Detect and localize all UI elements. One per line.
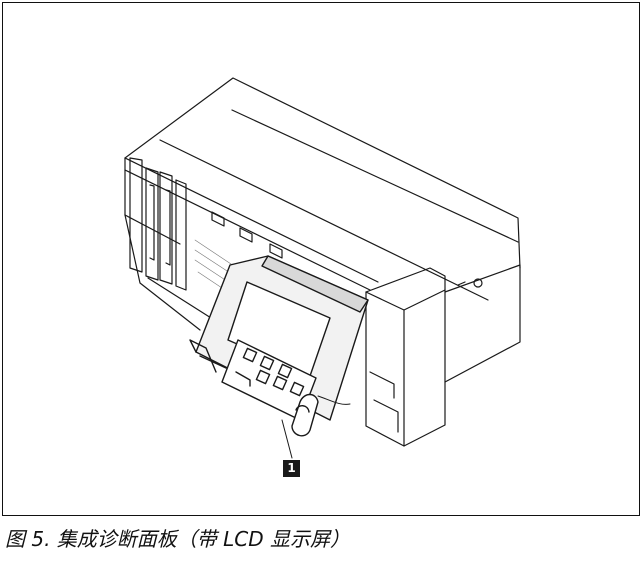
front-vents: [211, 211, 283, 259]
callout-leader: [281, 419, 293, 459]
lcd-diagnostics-panel: [189, 255, 369, 437]
figure-frame: [2, 2, 640, 516]
callout-label-1: 1: [283, 460, 300, 477]
figure-caption: 图 5. 集成诊断面板（带 LCD 显示屏）: [5, 527, 351, 551]
panel-latch: [291, 393, 319, 437]
drive-bays: [129, 157, 187, 291]
